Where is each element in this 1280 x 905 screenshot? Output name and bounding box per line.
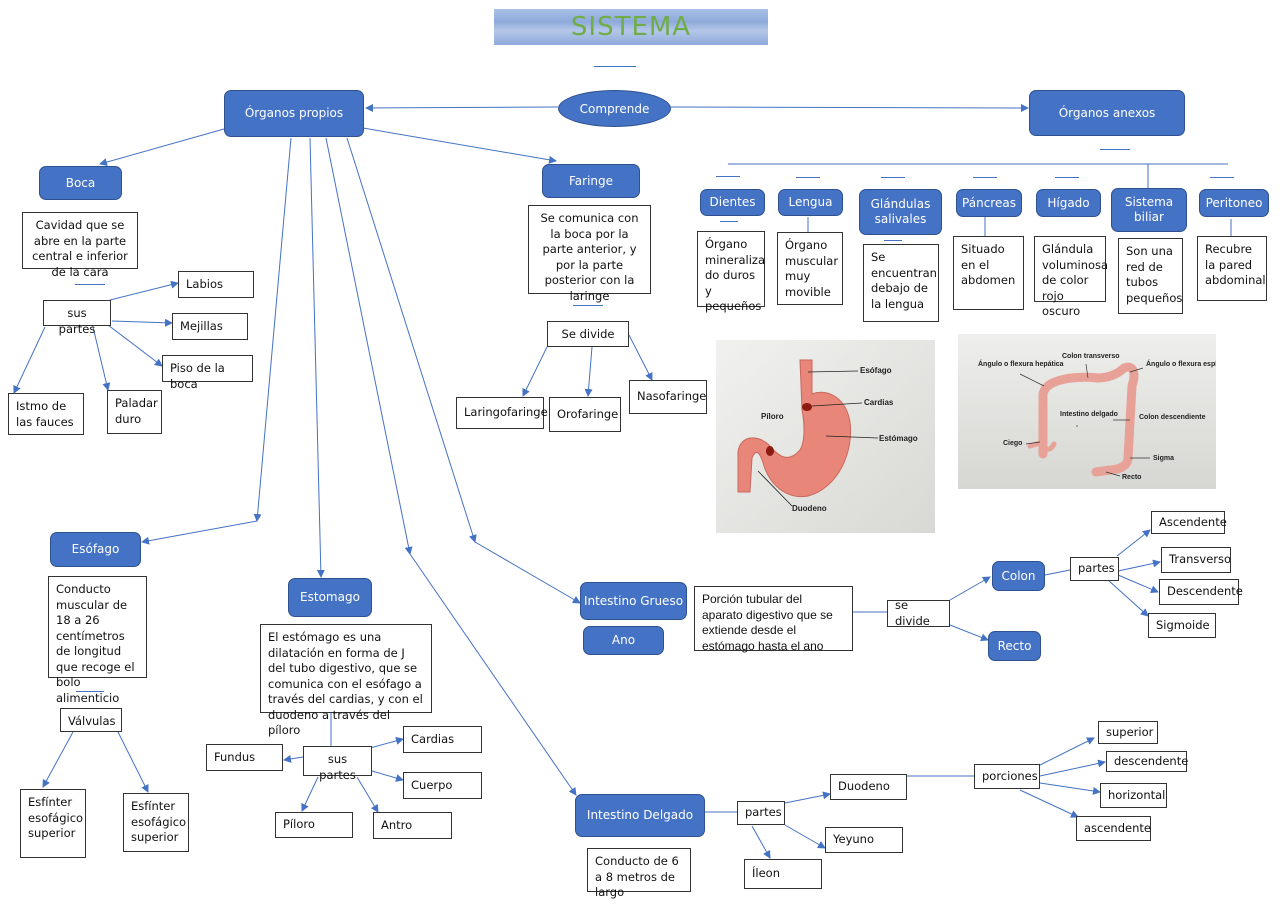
faringe-node[interactable]: Faringe (542, 164, 640, 198)
stomach-shape (737, 359, 852, 498)
boca-node[interactable]: Boca (39, 166, 122, 200)
estomago-part-cardias[interactable]: Cardias (403, 726, 482, 753)
separator-line (1055, 177, 1079, 178)
organos-propios-node[interactable]: Órganos propios (224, 90, 364, 137)
boca-description: Cavidad que se abre en la parte central … (22, 212, 138, 279)
label-colon-transverso: Colon transverso (1062, 353, 1120, 360)
anexo-glandulas-description: Se encuentran debajo de la lengua (863, 244, 939, 322)
porcion-ascendente[interactable]: ascendente (1076, 816, 1151, 841)
grueso-divide-node[interactable]: se divide (887, 598, 950, 628)
anexo-pancreas-node[interactable]: Páncreas (956, 189, 1022, 217)
porcion-descendente[interactable]: descendente (1106, 751, 1188, 772)
faringe-divide-node[interactable]: Se divide (547, 321, 629, 347)
estomago-partes-node[interactable]: sus partes (303, 746, 372, 782)
estomago-node[interactable]: Estomago (288, 578, 372, 617)
label-angulo-hepatico: Ángulo o flexura hepática (978, 359, 1064, 368)
label-piloro: Píloro (761, 412, 784, 421)
label-sigma: Sigma (1153, 455, 1174, 462)
anexo-glandulas-node[interactable]: Glándulas salivales (859, 189, 942, 235)
anexo-lengua-description: Órgano muscular muy movible (777, 232, 843, 305)
separator-line (1210, 177, 1234, 178)
label-estomago: Estómago (879, 434, 918, 443)
stomach-model-image: Esófago Cardias Píloro Estómago Duodeno (716, 340, 935, 533)
valvula-esfinter-2[interactable]: Esfínter esofágico superior (123, 793, 189, 852)
estomago-part-antro[interactable]: Antro (373, 812, 452, 839)
valvulas-node[interactable]: Válvulas (60, 708, 122, 732)
delgado-part-yeyuno[interactable]: Yeyuno (825, 827, 903, 853)
diagram-title: SISTEMA (494, 9, 768, 45)
boca-part-paladar[interactable]: Paladar duro (107, 390, 162, 434)
separator-line (594, 66, 636, 67)
label-duodeno: Duodeno (792, 504, 827, 513)
delgado-partes-node[interactable]: partes (737, 801, 785, 825)
duodeno-porciones-node[interactable]: porciones (974, 764, 1040, 789)
label-ciego: Ciego (1003, 440, 1022, 447)
faringe-part-orofaringe[interactable]: Orofaringe (549, 397, 621, 432)
colon-shape (1038, 362, 1139, 477)
separator-line (796, 177, 820, 178)
anexo-sistema-biliar-node[interactable]: Sistema biliar (1111, 188, 1187, 232)
separator-line (1100, 149, 1130, 150)
label-intestino-delgado: Intestino delgado (1060, 411, 1118, 418)
esofago-node[interactable]: Esófago (50, 532, 141, 567)
delgado-part-duodeno[interactable]: Duodeno (830, 774, 907, 800)
anexo-higado-description: Glándula voluminosa de color rojo oscuro (1034, 236, 1108, 318)
separator-line (716, 176, 740, 177)
porcion-superior[interactable]: superior (1098, 721, 1158, 744)
estomago-part-fundus[interactable]: Fundus (206, 744, 283, 771)
boca-part-istmo[interactable]: Istmo de las fauces (8, 393, 84, 435)
colon-part-ascendente[interactable]: Ascendente (1151, 511, 1227, 534)
intestino-delgado-description: Conducto de 6 a 8 metros de largo (587, 848, 691, 899)
comprende-node[interactable]: Comprende (558, 90, 671, 127)
faringe-description: Se comunica con la boca por la parte ant… (528, 205, 651, 303)
label-esofago: Esófago (860, 366, 892, 375)
anexo-dientes-description: Órgano mineraliza do duros y pequeños (697, 231, 765, 313)
label-cardias: Cardias (864, 398, 894, 407)
anexo-higado-node[interactable]: Hígado (1036, 189, 1101, 217)
valvula-esfinter-1[interactable]: Esfínter esofágico superior (20, 789, 86, 858)
estomago-description: El estómago es una dilatación en forma d… (260, 624, 432, 737)
colon-part-descendente[interactable]: Descendente (1159, 579, 1243, 605)
boca-part-mejillas[interactable]: Mejillas (172, 313, 248, 340)
separator-line (573, 305, 603, 306)
label-colon-descendiente: Colon descendiente (1139, 414, 1206, 421)
boca-part-piso[interactable]: Piso de la boca (162, 355, 253, 391)
boca-partes-node[interactable]: sus partes (43, 300, 111, 336)
colon-node[interactable]: Colon (992, 561, 1045, 591)
label-angulo-esplenico: Ángulo o flexura esplénica (1146, 359, 1216, 368)
colon-partes-node[interactable]: partes (1070, 557, 1119, 581)
intestino-grueso-description: Porción tubular del aparato digestivo qu… (694, 586, 853, 653)
esofago-description: Conducto muscular de 18 a 26 centímetros… (48, 576, 147, 705)
intestino-delgado-node[interactable]: Intestino Delgado (575, 794, 705, 837)
recto-node[interactable]: Recto (988, 631, 1041, 661)
colon-part-transverso[interactable]: Transverso (1161, 547, 1231, 573)
faringe-part-laringofaringe[interactable]: Laringofaringe (456, 397, 548, 429)
estomago-part-cuerpo[interactable]: Cuerpo (403, 772, 482, 799)
anexo-lengua-node[interactable]: Lengua (778, 189, 843, 216)
separator-line (720, 221, 738, 222)
label-recto: Recto (1122, 474, 1141, 481)
porcion-horizontal[interactable]: horizontal (1100, 783, 1167, 808)
colon-part-sigmoide[interactable]: Sigmoide (1148, 613, 1216, 638)
estomago-part-piloro[interactable]: Píloro (275, 812, 353, 838)
anexo-dientes-node[interactable]: Dientes (700, 189, 765, 216)
colon-diagram-image: Ángulo o flexura hepática Colon transver… (958, 334, 1216, 489)
intestino-grueso-node[interactable]: Intestino Grueso (580, 582, 687, 620)
ano-node[interactable]: Ano (583, 626, 664, 655)
faringe-part-nasofaringe[interactable]: Nasofaringe (629, 380, 707, 414)
anexo-peritoneo-node[interactable]: Peritoneo (1199, 189, 1269, 217)
organos-anexos-node[interactable]: Órganos anexos (1029, 90, 1185, 136)
boca-part-labios[interactable]: Labios (178, 271, 254, 298)
separator-line (75, 284, 105, 285)
separator-line (881, 177, 905, 178)
separator-line (884, 240, 902, 241)
delgado-part-ileon[interactable]: Íleon (744, 859, 822, 889)
anexo-sistema-biliar-description: Son una red de tubos pequeños (1118, 238, 1183, 314)
anexo-pancreas-description: Situado en el abdomen (953, 236, 1024, 310)
separator-line (973, 177, 997, 178)
separator-line (76, 691, 104, 692)
anexo-peritoneo-description: Recubre la pared abdominal (1197, 236, 1267, 301)
